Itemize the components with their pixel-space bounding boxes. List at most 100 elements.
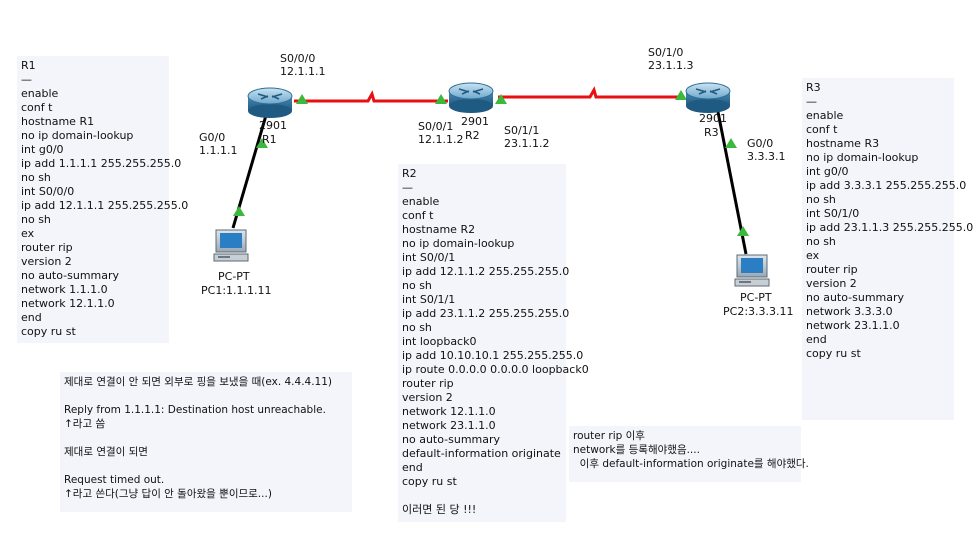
note-line: ip add 12.1.1.1 255.255.255.0 bbox=[21, 199, 189, 212]
note-line: R3 bbox=[806, 81, 821, 94]
note-line: network 23.1.1.0 bbox=[402, 419, 496, 432]
router-r2[interactable] bbox=[448, 82, 494, 113]
link-up-triangle-icon bbox=[725, 138, 737, 148]
note-line: int S0/1/0 bbox=[806, 207, 860, 220]
label-r3-g00: G0/0 3.3.3.1 bbox=[747, 137, 786, 163]
note-line: no ip domain-lookup bbox=[21, 129, 134, 142]
note-line: hostname R1 bbox=[21, 115, 95, 128]
serial-link-r1-r2[interactable] bbox=[294, 90, 448, 103]
note-line: version 2 bbox=[402, 391, 453, 404]
router-icon bbox=[685, 82, 731, 113]
link-up-triangle-icon bbox=[495, 94, 507, 104]
note-line: 이러면 된 당 !!! bbox=[402, 503, 477, 516]
note-line: Reply from 1.1.1.1: Destination host unr… bbox=[64, 404, 326, 416]
label-r2-model: 2901 bbox=[461, 115, 489, 128]
note-line: end bbox=[21, 311, 42, 324]
note-line: no sh bbox=[806, 193, 836, 206]
pc-pc1[interactable] bbox=[213, 229, 249, 262]
note-line: ↑라고 씀 bbox=[64, 418, 106, 430]
label-pc2-type: PC-PT bbox=[740, 291, 772, 304]
note-line: ip add 1.1.1.1 255.255.255.0 bbox=[21, 157, 182, 170]
label-r2-s011: S0/1/1 23.1.1.2 bbox=[504, 124, 550, 150]
label-r3-name: R3 bbox=[704, 126, 719, 139]
note-line bbox=[64, 459, 348, 473]
label-pc1-name: PC1:1.1.1.11 bbox=[201, 284, 272, 297]
note-line: 이후 default-information originate를 해야했다. bbox=[573, 458, 809, 470]
note-line: conf t bbox=[21, 101, 53, 114]
note-line: R2 bbox=[402, 167, 417, 180]
label-pc1-type: PC-PT bbox=[218, 270, 250, 283]
label-pc2-name: PC2:3.3.3.11 bbox=[723, 305, 794, 318]
serial-link-r2-r3[interactable] bbox=[498, 86, 684, 99]
note-line: no auto-summary bbox=[806, 291, 905, 304]
router-icon bbox=[448, 82, 494, 113]
router-icon bbox=[247, 87, 293, 118]
note-line: — bbox=[806, 95, 817, 108]
note-line: no sh bbox=[402, 279, 432, 292]
note-line: router rip bbox=[21, 241, 73, 254]
note-line: ip add 3.3.3.1 255.255.255.0 bbox=[806, 179, 967, 192]
note-line: router rip 이후 bbox=[573, 430, 645, 442]
label-r3-s010: S0/1/0 23.1.1.3 bbox=[648, 46, 694, 72]
note-line: network 3.3.3.0 bbox=[806, 305, 893, 318]
note-rip-tip[interactable]: router rip 이후 network를 등록해야했음.... 이후 defa… bbox=[569, 426, 809, 482]
note-line: enable bbox=[21, 87, 59, 100]
note-line bbox=[64, 389, 348, 403]
note-line: int loopback0 bbox=[402, 335, 477, 348]
note-line: version 2 bbox=[806, 277, 857, 290]
note-line: copy ru st bbox=[402, 475, 457, 488]
note-line: default-information originate bbox=[402, 447, 561, 460]
pc-icon bbox=[734, 254, 770, 287]
label-r2-s001: S0/0/1 12.1.1.2 bbox=[418, 120, 464, 146]
note-line: no sh bbox=[806, 235, 836, 248]
note-line: router rip bbox=[806, 263, 858, 276]
note-line: conf t bbox=[806, 123, 838, 136]
router-r1[interactable] bbox=[247, 87, 293, 118]
note-line: network를 등록해야했음.... bbox=[573, 444, 700, 456]
note-line: no ip domain-lookup bbox=[402, 237, 515, 250]
note-line: copy ru st bbox=[806, 347, 861, 360]
note-line: end bbox=[806, 333, 827, 346]
label-r2-name: R2 bbox=[465, 129, 480, 142]
note-line: ip add 12.1.1.2 255.255.255.0 bbox=[402, 265, 570, 278]
pc-pc2[interactable] bbox=[734, 254, 770, 287]
link-up-triangle-icon bbox=[256, 138, 268, 148]
note-line: ip add 23.1.1.3 255.255.255.0 bbox=[806, 221, 974, 234]
note-line: no sh bbox=[21, 213, 51, 226]
label-r1-g00: G0/0 1.1.1.1 bbox=[199, 131, 238, 157]
note-line: network 12.1.1.0 bbox=[21, 297, 115, 310]
note-line: ip add 23.1.1.2 255.255.255.0 bbox=[402, 307, 570, 320]
router-r3[interactable] bbox=[685, 82, 731, 113]
label-r1-name: R1 bbox=[262, 133, 277, 146]
note-line: no auto-summary bbox=[21, 269, 120, 282]
link-up-triangle-icon bbox=[737, 226, 749, 236]
note-line bbox=[64, 431, 348, 445]
note-line: no auto-summary bbox=[402, 433, 501, 446]
note-line: network 1.1.1.0 bbox=[21, 283, 108, 296]
note-line: end bbox=[402, 461, 423, 474]
note-line: ↑라고 쓴다(그냥 답이 안 돌아왔을 뿐이므로...) bbox=[64, 488, 272, 500]
note-line: int S0/0/1 bbox=[402, 251, 456, 264]
note-line: no sh bbox=[402, 321, 432, 334]
link-up-triangle-icon bbox=[675, 90, 687, 100]
note-line: Request timed out. bbox=[64, 474, 165, 486]
note-line: int g0/0 bbox=[21, 143, 64, 156]
note-line: — bbox=[21, 73, 32, 86]
note-line: copy ru st bbox=[21, 325, 76, 338]
note-line bbox=[402, 489, 562, 503]
pc-icon bbox=[213, 229, 249, 262]
note-line: enable bbox=[806, 109, 844, 122]
note-line: ex bbox=[21, 227, 35, 240]
note-line: network 23.1.1.0 bbox=[806, 319, 900, 332]
link-up-triangle-icon bbox=[296, 94, 308, 104]
link-up-triangle-icon bbox=[233, 90, 749, 236]
note-ping-result[interactable]: 제대로 연결이 안 되면 외부로 핑을 보냈을 때(ex. 4.4.4.11) … bbox=[60, 372, 352, 512]
note-line: enable bbox=[402, 195, 440, 208]
note-line: no sh bbox=[21, 171, 51, 184]
link-up-triangle-icon bbox=[435, 94, 447, 104]
note-line: conf t bbox=[402, 209, 434, 222]
